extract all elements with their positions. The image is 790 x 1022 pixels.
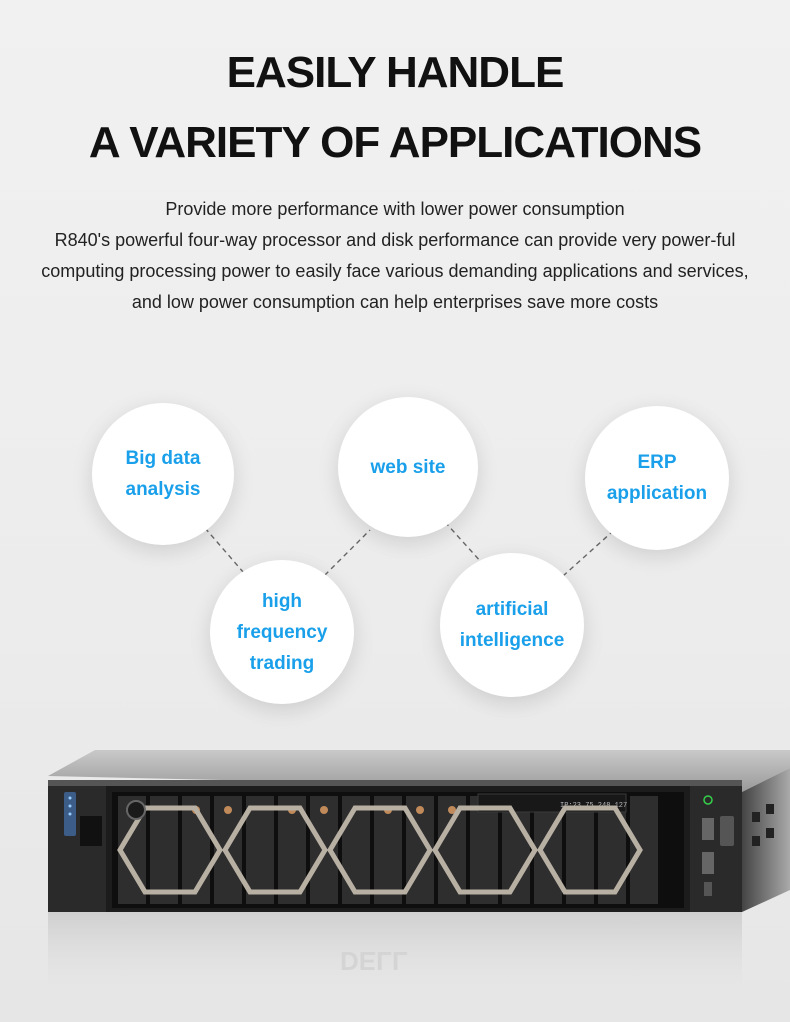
bubble-big-data-label: Big data analysis — [125, 448, 201, 500]
connector-line — [562, 531, 613, 577]
bubble-web-site: web site — [338, 397, 478, 537]
bubble-ai: artificial intelligence — [440, 553, 584, 697]
server-side-panel — [742, 768, 790, 912]
bubble-hft: high frequency trading — [210, 560, 354, 704]
bubble-big-data: Big data analysis — [92, 403, 234, 545]
subtitle-line-1: Provide more performance with lower powe… — [165, 199, 625, 219]
server-left-ear — [48, 786, 106, 912]
reflected-brand-logo: DELL — [340, 946, 408, 976]
bubble-ai-label: artificial intelligence — [459, 599, 565, 651]
server-image: IP:23.75.248.127 DELL — [48, 750, 790, 1012]
bubble-erp: ERP application — [585, 406, 729, 550]
heading-line-2: A VARIETY OF APPLICATIONS — [88, 118, 702, 167]
bubble-connectors — [204, 521, 613, 589]
bubble-web-site-label: web site — [370, 456, 446, 478]
bezel-lock-icon — [126, 800, 146, 820]
bubble-hft-label: high frequency trading — [236, 590, 328, 674]
bubble-erp-label: ERP application — [606, 452, 708, 504]
server-side-vents — [752, 804, 774, 846]
honeycomb-bezel — [117, 805, 643, 895]
connector-line — [444, 521, 483, 564]
subtitle-paragraph: R840's powerful four-way processor and d… — [41, 230, 749, 312]
server-reflection — [48, 912, 742, 1012]
power-button-icon — [703, 795, 713, 805]
server-right-ear — [690, 786, 742, 912]
heading-line-1: EASILY HANDLE — [226, 48, 565, 97]
